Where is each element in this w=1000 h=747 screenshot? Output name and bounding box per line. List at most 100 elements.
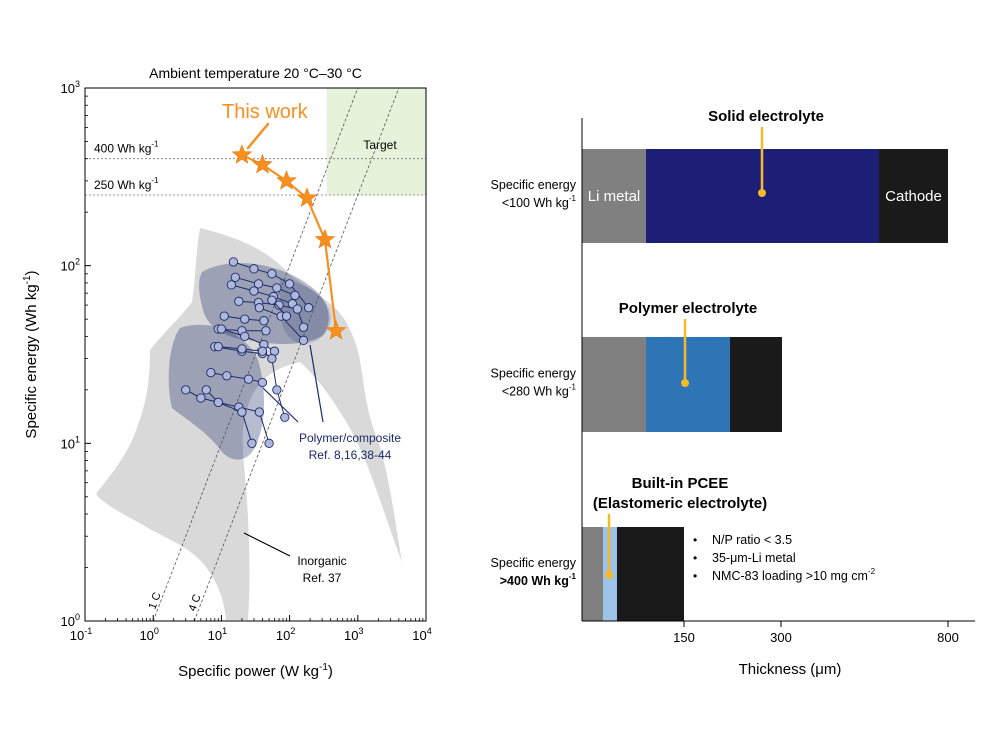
polymer-data-point bbox=[201, 385, 211, 395]
inorganic-annotation: Inorganic bbox=[297, 554, 346, 568]
polymer-data-point bbox=[240, 314, 250, 324]
bullet-text: NMC-83 loading >10 mg cm-2 bbox=[712, 567, 876, 583]
bar-segment-li-metal bbox=[582, 337, 646, 432]
bullet-marker: • bbox=[693, 569, 697, 583]
polymer-region-lower bbox=[168, 324, 264, 460]
y-tick-label: 103 bbox=[61, 79, 80, 96]
polymer-data-point bbox=[249, 264, 259, 274]
y-tick-label: 102 bbox=[61, 257, 80, 274]
bar-segment-label: Li metal bbox=[588, 188, 641, 205]
polymer-data-point bbox=[237, 344, 247, 354]
bullet-marker: • bbox=[693, 533, 697, 547]
polymer-data-point bbox=[230, 272, 240, 282]
x-tick-label: 101 bbox=[208, 626, 227, 643]
this-work-star bbox=[325, 319, 347, 340]
this-work-star bbox=[252, 153, 273, 174]
polymer-data-point bbox=[222, 371, 232, 381]
polymer-data-point bbox=[257, 346, 268, 356]
polymer-data-point bbox=[254, 407, 264, 417]
x-tick-label: 103 bbox=[344, 626, 363, 643]
bar-row-title: Polymer electrolyte bbox=[619, 300, 757, 317]
ragone-plot: Target 1 C 4 C 400 Wh kg-1 250 Wh kg-1 This w… bbox=[22, 65, 432, 680]
polymer-data-point bbox=[228, 257, 239, 267]
target-label: Target bbox=[363, 138, 397, 152]
x-axis-label: Thickness (μm) bbox=[739, 661, 842, 678]
bar-segment-label: Cathode bbox=[885, 188, 942, 205]
x-tick-label: 100 bbox=[139, 626, 158, 643]
bullet-marker: • bbox=[693, 551, 697, 565]
polymer-data-point bbox=[249, 286, 259, 296]
reference-line-label: 250 Wh kg-1 bbox=[94, 176, 159, 192]
polymer-data-point bbox=[267, 295, 277, 305]
inorganic-annotation: Ref. 37 bbox=[303, 571, 342, 585]
x-axis-label: Specific power (W kg-1) bbox=[178, 662, 333, 680]
c-rate-line bbox=[152, 88, 359, 621]
bar-row-title: Solid electrolyte bbox=[708, 108, 824, 125]
category-label: <280 Wh kg-1 bbox=[502, 383, 577, 399]
polymer-data-point bbox=[281, 311, 292, 321]
bar-row: Built-in PCEE(Elastomeric electrolyte)Sp… bbox=[491, 475, 876, 621]
polymer-data-point bbox=[272, 283, 282, 293]
polymer-data-point bbox=[196, 393, 206, 403]
x-tick-label: 800 bbox=[937, 630, 959, 645]
x-tick-label: 104 bbox=[412, 626, 431, 643]
polymer-data-point bbox=[280, 412, 290, 423]
polymer-annotation: Ref. 8,16,38-44 bbox=[309, 448, 392, 462]
bar-row: Li metal Cathode Solid electrolyteSpecific… bbox=[491, 108, 948, 243]
polymer-data-point bbox=[181, 385, 191, 395]
x-tick-label: 10-1 bbox=[70, 626, 92, 643]
polymer-series-line bbox=[235, 276, 296, 296]
polymer-data-point bbox=[259, 316, 269, 326]
category-label: <100 Wh kg-1 bbox=[502, 194, 577, 210]
polymer-data-point bbox=[240, 331, 250, 342]
x-tick-label: 150 bbox=[673, 630, 695, 645]
bar-row-title: (Elastomeric electrolyte) bbox=[593, 495, 767, 512]
polymer-data-point bbox=[284, 279, 295, 289]
polymer-series-line bbox=[231, 284, 293, 305]
this-work-pointer bbox=[246, 122, 270, 150]
bar-segment-cathode bbox=[879, 149, 948, 243]
thickness-bar-chart: Li metal Cathode Solid electrolyteSpecific… bbox=[491, 108, 975, 678]
polymer-pointer bbox=[309, 344, 324, 423]
x-tick-label: 300 bbox=[770, 630, 792, 645]
y-tick-label: 100 bbox=[61, 612, 80, 629]
bar-segment-li-metal bbox=[582, 149, 646, 243]
this-work-label: This work bbox=[222, 101, 309, 123]
plot-frame bbox=[84, 87, 427, 622]
electrolyte-pointer-dot bbox=[681, 379, 689, 387]
target-region bbox=[326, 88, 426, 195]
polymer-data-point bbox=[226, 280, 237, 290]
polymer-data-point bbox=[298, 322, 309, 332]
this-work-star bbox=[314, 228, 336, 249]
category-label: >400 Wh kg-1 bbox=[500, 572, 577, 588]
polymer-annotation: Polymer/composite bbox=[299, 431, 401, 445]
c-rate-label: 4 C bbox=[187, 593, 204, 613]
inorganic-region bbox=[96, 228, 402, 620]
c-rate-label: 1 C bbox=[147, 591, 164, 611]
chart-title: Ambient temperature 20 °C–30 °C bbox=[149, 65, 362, 81]
polymer-data-point bbox=[237, 407, 247, 417]
category-label: Specific energy bbox=[491, 367, 577, 381]
polymer-series-line bbox=[221, 328, 275, 352]
c-rate-line bbox=[193, 88, 400, 621]
bar-row-title: Built-in PCEE bbox=[632, 475, 729, 492]
category-label: Specific energy bbox=[491, 178, 577, 192]
this-work-star bbox=[231, 144, 253, 164]
reference-line-label: 400 Wh kg-1 bbox=[94, 140, 159, 156]
polymer-data-point bbox=[206, 367, 216, 378]
polymer-data-point bbox=[254, 303, 264, 313]
polymer-data-point bbox=[261, 326, 271, 336]
polymer-data-point bbox=[303, 303, 314, 313]
polymer-data-point bbox=[216, 324, 227, 334]
bar-segment-cathode bbox=[617, 527, 684, 621]
polymer-data-point bbox=[267, 269, 277, 279]
polymer-data-point bbox=[272, 385, 282, 395]
polymer-data-point bbox=[290, 290, 300, 301]
polymer-pointer bbox=[262, 387, 299, 423]
electrolyte-pointer-dot bbox=[758, 189, 766, 197]
electrolyte-pointer-dot bbox=[605, 571, 613, 579]
x-tick-label: 102 bbox=[276, 626, 295, 643]
polymer-data-point bbox=[298, 335, 309, 345]
